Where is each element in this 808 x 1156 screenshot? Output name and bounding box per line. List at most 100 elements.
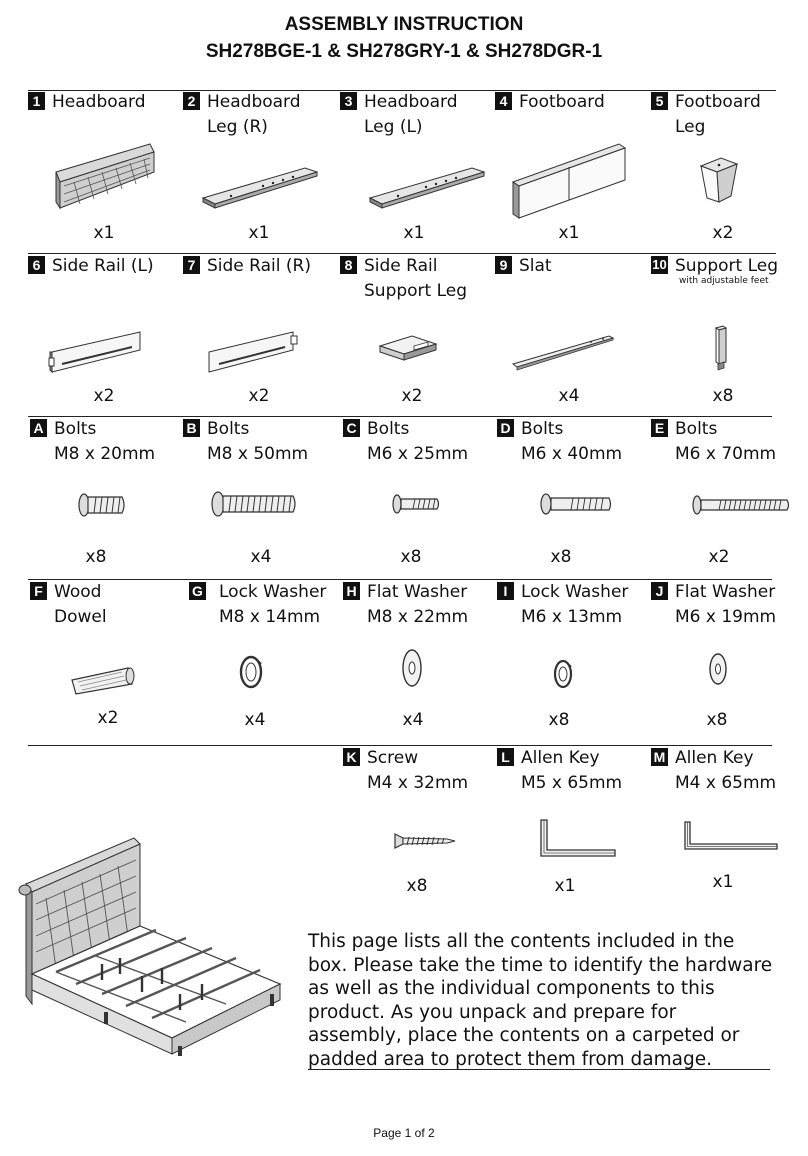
hardware-bolt-c: C Bolts M6 x 25mm x8 — [343, 417, 493, 577]
hardware-name: Bolts — [675, 419, 718, 439]
part-name-line2: Leg — [675, 117, 706, 137]
hardware-size: M8 x 14mm — [219, 607, 321, 627]
bolt-illustration — [540, 493, 612, 515]
part-number-badge: 10 — [651, 256, 668, 274]
quantity: x4 — [558, 386, 580, 406]
quantity: x8 — [406, 876, 428, 896]
part-number-badge: 5 — [651, 92, 668, 110]
hardware-name: Bolts — [367, 419, 410, 439]
part-side-rail-left: 6 Side Rail (L) x2 — [28, 254, 178, 414]
support-leg-bracket-illustration — [378, 335, 438, 361]
part-footboard-leg: 5 Footboard Leg x2 — [651, 90, 801, 250]
part-footboard: 4 Footboard x1 — [495, 90, 645, 250]
support-leg-illustration — [714, 325, 728, 371]
model-numbers: SH278BGE-1 & SH278GRY-1 & SH278DGR-1 — [205, 41, 603, 62]
hardware-name: Allen Key — [675, 748, 754, 768]
hardware-letter-badge: G — [189, 582, 206, 600]
part-headboard: 1 Headboard x1 — [28, 90, 178, 250]
hardware-lock-washer-m8: G Lock Washer M8 x 14mm x4 — [189, 580, 339, 740]
hardware-name: Screw — [367, 748, 419, 768]
hardware-letter-badge: L — [497, 748, 514, 766]
hardware-name: Bolts — [521, 419, 564, 439]
quantity: x2 — [712, 223, 734, 243]
hardware-size: M5 x 65mm — [521, 773, 623, 793]
row-rule — [28, 579, 772, 580]
hardware-name: Lock Washer — [521, 582, 629, 602]
screw-illustration — [394, 833, 456, 849]
quantity: x8 — [712, 386, 734, 406]
hardware-size: M4 x 32mm — [367, 773, 469, 793]
hardware-letter-badge: J — [651, 582, 668, 600]
part-number-badge: 4 — [495, 92, 512, 110]
bolt-illustration — [78, 493, 125, 517]
lock-washer-illustration — [553, 659, 573, 689]
hardware-screw: K Screw M4 x 32mm x8 — [343, 746, 493, 906]
hardware-letter-badge: F — [30, 582, 47, 600]
part-name-line2: Leg (R) — [207, 117, 268, 137]
lock-washer-illustration — [239, 655, 263, 689]
flat-washer-illustration — [709, 653, 727, 685]
hardware-name: Bolts — [54, 419, 97, 439]
part-name: Slat — [519, 256, 552, 276]
hardware-wood-dowel: F Wood Dowel x2 — [30, 580, 180, 740]
part-number-badge: 8 — [340, 256, 357, 274]
hardware-letter-badge: H — [343, 582, 360, 600]
hardware-size: M8 x 50mm — [207, 444, 309, 464]
part-number-badge: 9 — [495, 256, 512, 274]
hardware-name: Allen Key — [521, 748, 600, 768]
hardware-size: M6 x 40mm — [521, 444, 623, 464]
hardware-allen-key-m5: L Allen Key M5 x 65mm x1 — [497, 746, 647, 906]
document-title: ASSEMBLY INSTRUCTION — [284, 14, 524, 35]
hardware-letter-badge: C — [343, 419, 360, 437]
quantity: x8 — [550, 547, 572, 567]
quantity: x8 — [85, 547, 107, 567]
quantity: x2 — [401, 386, 423, 406]
part-number-badge: 2 — [183, 92, 200, 110]
part-number-badge: 3 — [340, 92, 357, 110]
hardware-bolt-d: D Bolts M6 x 40mm x8 — [497, 417, 647, 577]
hardware-letter-badge: B — [183, 419, 200, 437]
part-number-badge: 7 — [183, 256, 200, 274]
quantity: x1 — [558, 223, 580, 243]
headboard-illustration — [55, 143, 155, 210]
notice-underline — [308, 1069, 770, 1070]
part-name-line2: Leg (L) — [364, 117, 423, 137]
row-rule — [28, 253, 776, 254]
hardware-size: M6 x 19mm — [675, 607, 777, 627]
quantity: x2 — [708, 547, 730, 567]
page-number: Page 1 of 2 — [373, 1126, 435, 1140]
quantity: x1 — [554, 876, 576, 896]
headboard-leg-illustration — [201, 167, 319, 209]
part-number-badge: 1 — [28, 92, 45, 110]
quantity: x8 — [400, 547, 422, 567]
hardware-name: Flat Washer — [675, 582, 776, 602]
quantity: x1 — [93, 223, 115, 243]
box-contents-notice: This page lists all the contents include… — [308, 931, 773, 1070]
part-support-leg: 10 Support Leg with adjustable feet x8 — [651, 254, 801, 414]
footboard-illustration — [511, 143, 627, 219]
part-headboard-leg-right: 2 Headboard Leg (R) x1 — [183, 90, 333, 250]
assembled-bed-illustration — [18, 837, 282, 1056]
flat-washer-illustration — [402, 649, 422, 687]
hardware-name: Lock Washer — [219, 582, 327, 602]
part-note: with adjustable feet — [679, 276, 769, 286]
part-name: Headboard — [52, 92, 146, 112]
quantity: x4 — [244, 710, 266, 730]
bolt-illustration — [392, 494, 440, 514]
hardware-size: M8 x 22mm — [367, 607, 469, 627]
slat-illustration — [511, 335, 615, 371]
hardware-size: M4 x 65mm — [675, 773, 777, 793]
hardware-letter-badge: M — [651, 748, 668, 766]
part-name-line2: Support Leg — [364, 281, 468, 301]
hardware-size: Dowel — [54, 607, 107, 627]
part-side-rail-right: 7 Side Rail (R) x2 — [183, 254, 333, 414]
hardware-name: Bolts — [207, 419, 250, 439]
quantity: x2 — [93, 386, 115, 406]
part-side-rail-support-leg: 8 Side Rail Support Leg x2 — [340, 254, 490, 414]
row-rule — [28, 90, 776, 91]
quantity: x1 — [403, 223, 425, 243]
part-name: Side Rail (R) — [207, 256, 311, 276]
bolt-illustration — [211, 491, 296, 517]
part-name: Footboard — [519, 92, 605, 112]
row-rule — [28, 416, 772, 417]
